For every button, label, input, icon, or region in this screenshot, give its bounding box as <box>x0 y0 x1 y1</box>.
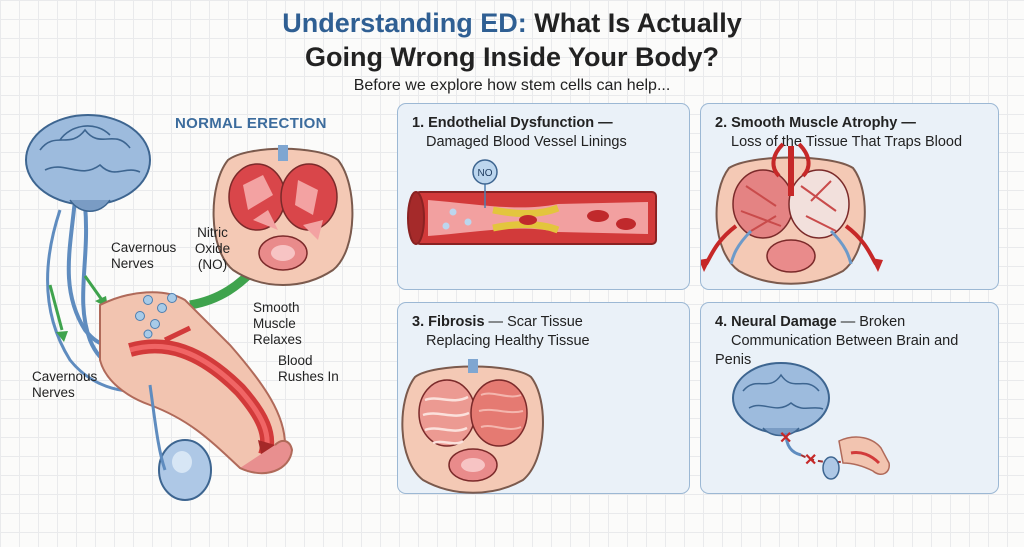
panel-1-subtitle: Damaged Blood Vessel Linings <box>426 134 627 150</box>
panel-4-title: Neural Damage <box>731 314 837 330</box>
panel-3-heading: 3. Fibrosis — Scar Tissue Replacing Heal… <box>412 313 683 351</box>
label-cavernous-nerves-top: Cavernous Nerves <box>111 240 177 271</box>
label-nitric-oxide: Nitric Oxide (NO) <box>194 225 231 272</box>
brain-icon <box>25 114 151 212</box>
svg-text:✕: ✕ <box>779 430 792 447</box>
panel-4-heading: 4. Neural Damage — Broken Communication … <box>715 313 992 370</box>
panel-1-dash: — <box>594 115 613 131</box>
label-blood-rushes: Blood Rushes In <box>278 353 339 384</box>
panel-2-title: Smooth Muscle Atrophy <box>731 115 898 131</box>
panel-1-number: 1. <box>412 115 425 131</box>
panel-3-subtitle: Replacing Healthy Tissue <box>426 333 590 349</box>
page-title-line2: Going Wrong Inside Your Body? <box>305 42 719 72</box>
blood-vessel-illustration: NO <box>407 159 657 245</box>
normal-cross-section <box>212 145 354 286</box>
panel-4-number: 4. <box>715 314 728 330</box>
panel-2-dash: — <box>897 115 916 131</box>
brain-small-icon <box>732 362 830 437</box>
neural-damage-illustration: ✕ ✕ <box>732 362 890 480</box>
no-badge-text: NO <box>478 168 493 179</box>
panel-3-dash: — Scar Tissue <box>484 314 583 330</box>
panel-1-heading: 1. Endothelial Dysfunction — Damaged Blo… <box>412 114 683 152</box>
title-rest: What Is Actually <box>526 8 742 38</box>
label-smooth-muscle: Smooth Muscle Relaxes <box>253 300 302 347</box>
panel-4-subtitle: Communication Between Brain and Penis <box>715 333 959 368</box>
fibrosis-cross-section <box>401 359 544 494</box>
no-badge-circle <box>472 159 498 185</box>
panel-1-title: Endothelial Dysfunction <box>428 115 595 131</box>
normal-erection-heading: NORMAL ERECTION <box>175 115 327 132</box>
panel-smooth-muscle-atrophy: 2. Smooth Muscle Atrophy — Loss of the T… <box>700 103 999 290</box>
label-cavernous-nerves-bottom: Cavernous Nerves <box>32 369 98 400</box>
panel-neural-damage: 4. Neural Damage — Broken Communication … <box>700 302 999 494</box>
svg-text:✕: ✕ <box>804 452 817 469</box>
panel-3-number: 3. <box>412 314 425 330</box>
page-subtitle: Before we explore how stem cells can hel… <box>353 77 671 94</box>
normal-erection-illustration <box>25 114 354 501</box>
page-title-line1: Understanding ED: What Is Actually <box>0 6 1024 40</box>
nitric-oxide-dots <box>135 293 177 339</box>
panel-endothelial-dysfunction: 1. Endothelial Dysfunction — Damaged Blo… <box>397 103 690 290</box>
nerve-path-lower <box>46 209 151 393</box>
panel-3-title: Fibrosis <box>428 314 485 330</box>
panel-2-number: 2. <box>715 115 728 131</box>
panel-fibrosis: 3. Fibrosis — Scar Tissue Replacing Heal… <box>397 302 690 494</box>
penis-small-icon <box>822 436 890 480</box>
panel-4-dash: — Broken <box>836 314 906 330</box>
atrophy-cross-section <box>701 142 883 285</box>
title-accent: Understanding ED: <box>282 8 527 38</box>
